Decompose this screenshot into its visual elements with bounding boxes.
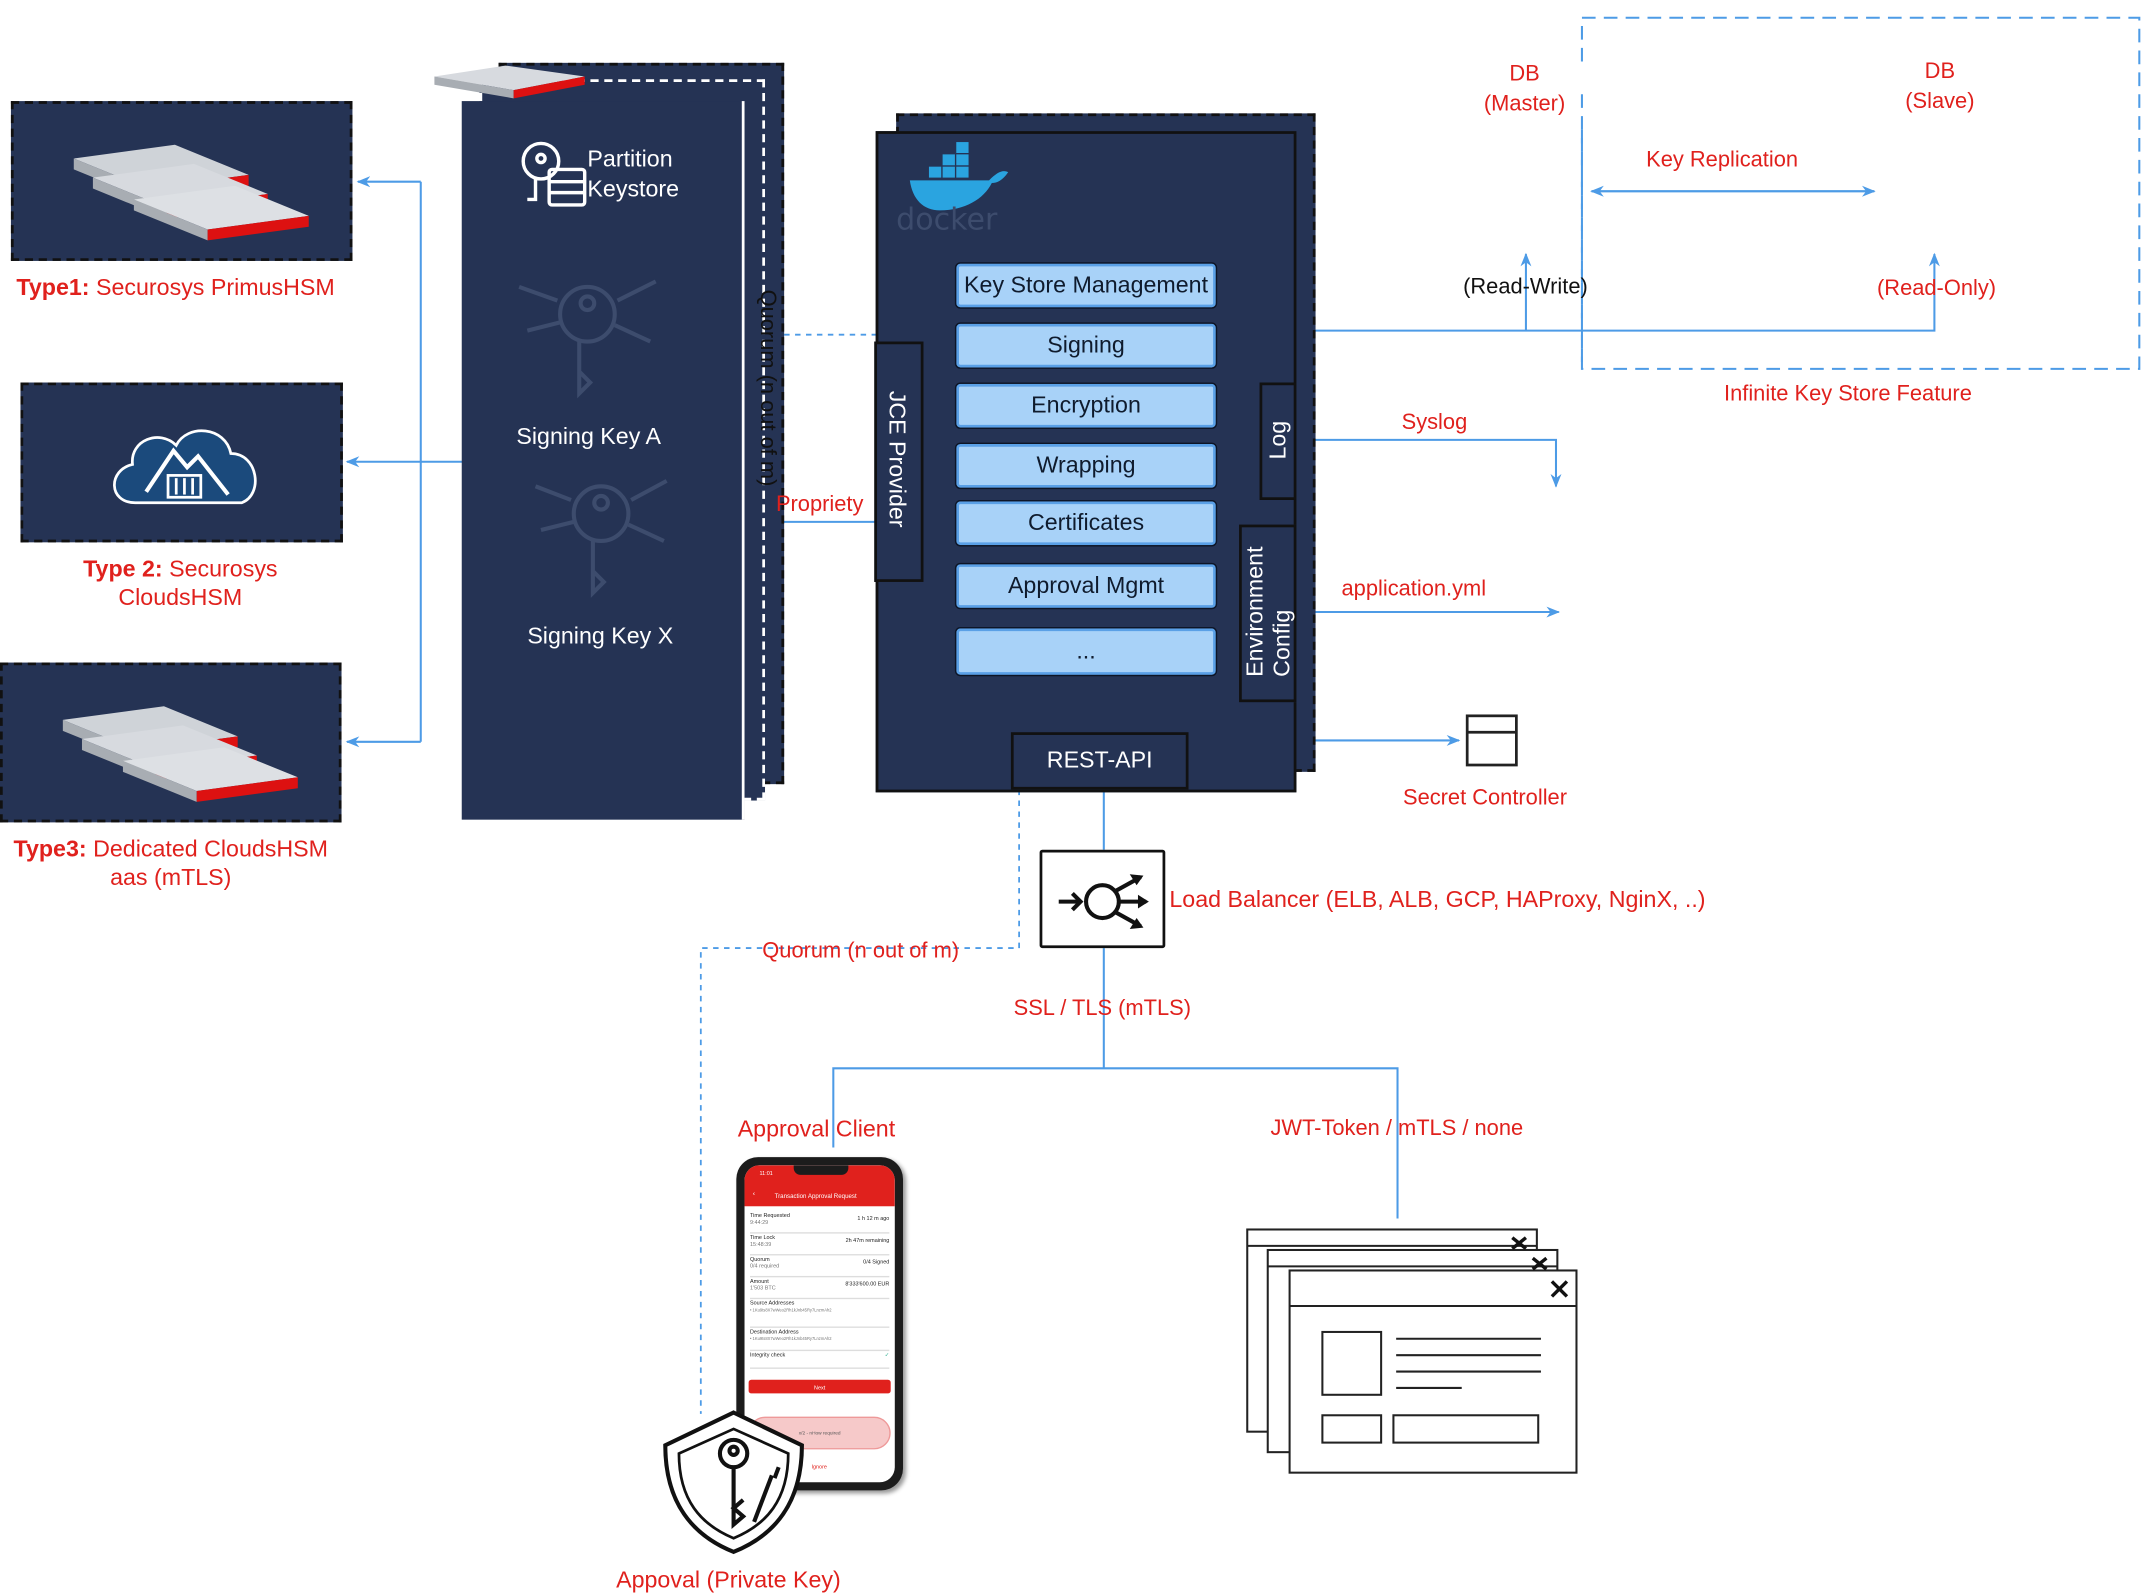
module-more[interactable]: ... (954, 627, 1218, 677)
phone-next-button[interactable]: Next (748, 1379, 891, 1394)
db-master-label: DB(Master) (1483, 62, 1566, 117)
module-key-store-management[interactable]: Key Store Management (954, 262, 1218, 309)
read-only-label: (Read-Only) (1877, 277, 1997, 301)
hsm-type2-box (20, 382, 343, 543)
server-rack-icon (73, 144, 309, 241)
syslog-label: Syslog (1401, 411, 1468, 435)
key-replication-label: Key Replication (1646, 148, 1799, 173)
hsm-type3-box (0, 662, 342, 823)
load-balancer-label: Load Balancer (ELB, ALB, GCP, HAProxy, N… (1169, 886, 1706, 913)
signing-key-x: Signing Key X (527, 622, 674, 649)
phone-ignore-link[interactable]: Ignore (811, 1463, 827, 1470)
phone-time: 11:01 (759, 1169, 773, 1177)
application-yml-label: application.yml (1341, 577, 1487, 602)
hsm-type1-label: Type1: Securosys PrimusHSM (16, 274, 335, 301)
phone-row: Source Addresses• 1Ku9ts8X7wWeo2Rh1kJnb4… (749, 1299, 890, 1328)
phone-row: Destination Address• 1Ku9ts8X7wWeo2Rh1kJ… (749, 1328, 890, 1352)
approval-client-label: Approval Client (737, 1116, 896, 1143)
phone-header-title: Transaction Approval Request (774, 1192, 857, 1200)
infinite-key-store-box (1580, 16, 2141, 370)
ssl-tls-label: SSL / TLS (mTLS) (1013, 997, 1191, 1021)
load-balancer-icon (1058, 874, 1149, 929)
phone-header: 11:01 ‹ Transaction Approval Request (744, 1165, 895, 1207)
docker-brand: docker (896, 203, 998, 238)
phone-screen: 11:01 ‹ Transaction Approval Request Tim… (744, 1165, 895, 1483)
signing-key-a: Signing Key A (516, 423, 662, 450)
hsm-links (345, 176, 1940, 1219)
rest-api-box[interactable]: REST-API (1010, 732, 1189, 790)
module-certificates[interactable]: Certificates (954, 499, 1218, 547)
phone-notch (793, 1165, 849, 1175)
cloud-hsm-icon (113, 429, 257, 505)
read-write-label: (Read-Write) (1463, 275, 1588, 300)
module-approval-mgmt[interactable]: Approval Mgmt (954, 562, 1218, 610)
phone-back-icon[interactable]: ‹ (752, 1189, 756, 1199)
jwt-token-label: JWT-Token / mTLS / none (1270, 1117, 1524, 1141)
module-signing[interactable]: Signing (954, 322, 1218, 369)
quorum-vertical-label: Quorum (n out of m) (755, 289, 779, 487)
load-balancer-box (1039, 849, 1166, 949)
infinite-key-store-label: Infinite Key Store Feature (1724, 382, 1972, 406)
module-wrapping[interactable]: Wrapping (954, 442, 1218, 490)
quorum-bottom-label: Quorum (n out of m) (762, 939, 960, 964)
phone-row: Integrity check ✓ (749, 1351, 890, 1369)
approval-private-key-label: Appoval (Private Key) (616, 1566, 841, 1593)
log-box: Log (1259, 382, 1297, 500)
jce-provider-label: JCE Provider (883, 390, 910, 528)
secret-controller-label: Secret Controller (1402, 786, 1567, 811)
jce-provider-box: JCE Provider (874, 341, 924, 582)
db-slave-label: DB(Slave) (1905, 60, 1975, 114)
propriety-label: Propriety (775, 493, 864, 517)
server-rack-icon (62, 706, 298, 802)
partition-keystore (461, 101, 745, 820)
phone-icon: 11:01 ‹ Transaction Approval Request Tim… (736, 1157, 903, 1491)
module-encryption[interactable]: Encryption (954, 382, 1218, 429)
hsm-type1-box (10, 101, 353, 261)
